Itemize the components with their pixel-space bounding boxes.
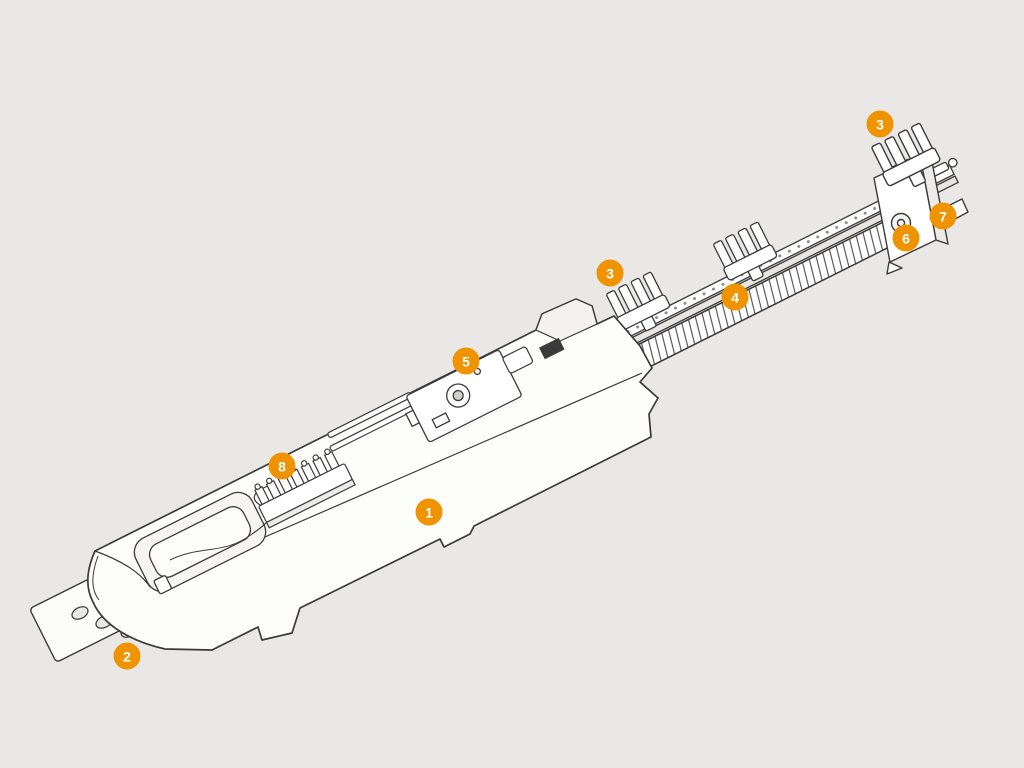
callout-number: 8	[278, 458, 286, 474]
housing-pocket	[133, 491, 267, 595]
plate-hole	[71, 606, 89, 620]
callout-number: 7	[939, 208, 947, 224]
callout-number: 1	[425, 504, 433, 520]
dark-block	[539, 337, 565, 360]
top-block	[502, 346, 533, 374]
callout-3b[interactable]: 3	[596, 259, 624, 287]
callout-1[interactable]: 1	[415, 498, 443, 526]
callout-number: 6	[902, 230, 910, 246]
callout-number: 2	[123, 648, 131, 664]
lead-screw	[631, 218, 904, 369]
callout-5[interactable]: 5	[452, 347, 480, 375]
callout-number: 5	[462, 353, 470, 369]
callout-number: 3	[606, 265, 614, 281]
callout-8[interactable]: 8	[268, 452, 296, 480]
callout-4[interactable]: 4	[721, 283, 749, 311]
callout-number: 4	[731, 289, 739, 305]
main-housing	[87, 298, 659, 651]
callout-2[interactable]: 2	[113, 642, 141, 670]
callout-3a[interactable]: 3	[866, 110, 894, 138]
callout-number: 3	[876, 116, 884, 132]
callout-7[interactable]: 7	[929, 202, 957, 230]
callout-6[interactable]: 6	[892, 224, 920, 252]
